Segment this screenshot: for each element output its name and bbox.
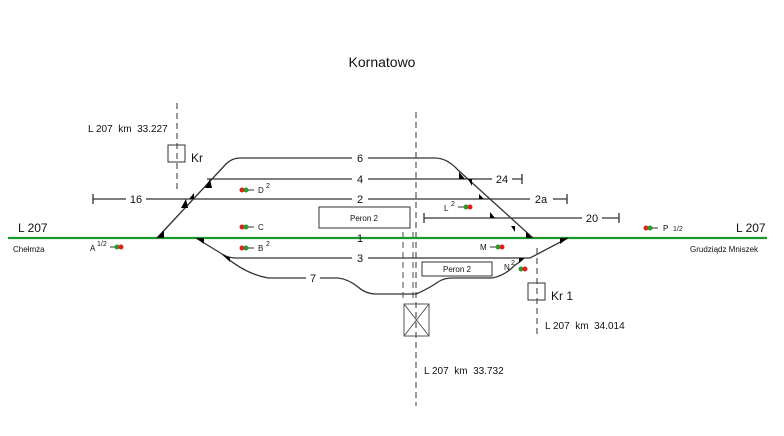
platform (318, 206, 411, 229)
signal-m: M (480, 243, 505, 252)
km-label: L 207 km 33.227 (88, 124, 168, 135)
svg-text:C: C (258, 223, 264, 232)
line-label-right: L 207 (736, 221, 766, 235)
track-20 (423, 213, 620, 223)
track-label: 3 (357, 253, 363, 265)
svg-text:L: L (444, 204, 449, 213)
svg-text:2: 2 (511, 260, 515, 267)
svg-text:1/2: 1/2 (97, 241, 107, 248)
km-label: L 207 km 33.732 (424, 366, 504, 377)
track-label: 1 (357, 233, 363, 245)
platform-label: Peron 2 (350, 214, 379, 223)
signal-p: P 1/2 (643, 224, 683, 233)
line-label-left: L 207 (18, 221, 48, 235)
signal-c: C (239, 223, 264, 232)
svg-text:D: D (258, 186, 264, 195)
post-kr (167, 144, 186, 163)
svg-text:A: A (90, 244, 96, 253)
platform-label: Peron 2 (443, 265, 472, 274)
track-6 (156, 157, 534, 239)
track-label: 7 (310, 273, 316, 285)
switch-markers (157, 172, 568, 263)
track-label: 4 (357, 174, 363, 186)
track-label: 6 (357, 153, 363, 165)
track-label: 20 (586, 213, 598, 225)
svg-text:B: B (258, 244, 263, 253)
destination-right: Grudziądz Mniszek (690, 245, 759, 254)
post-kr1 (527, 282, 546, 301)
track-4 (207, 174, 523, 184)
station-title: Kornatowo (349, 54, 416, 70)
svg-text:M: M (480, 243, 487, 252)
svg-text:N: N (504, 263, 510, 272)
svg-text:2: 2 (451, 201, 455, 208)
track-label: 16 (130, 194, 142, 206)
track-label: 2 (357, 194, 363, 206)
track-label: 24 (496, 174, 508, 186)
post-label: Kr (191, 151, 203, 165)
track-label: 2a (535, 194, 548, 206)
svg-text:1/2: 1/2 (673, 226, 683, 233)
svg-text:P: P (663, 224, 668, 233)
track-2 (92, 194, 568, 204)
svg-text:2: 2 (266, 241, 270, 248)
level-crossing (403, 303, 430, 337)
post-label: Kr 1 (551, 289, 573, 303)
destination-left: Chełmża (13, 245, 45, 254)
platform (421, 261, 493, 277)
km-label: L 207 km 34.014 (545, 321, 625, 332)
svg-text:2: 2 (266, 183, 270, 190)
